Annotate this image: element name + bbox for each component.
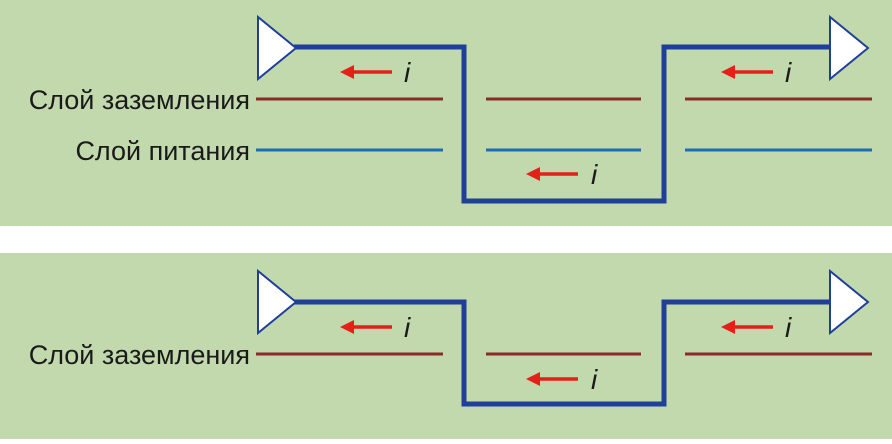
receiver-buffer-icon — [829, 14, 870, 82]
arrow-left-icon — [340, 65, 354, 79]
ground-layer-label: Слой заземления — [29, 85, 250, 115]
panel-top: i i i Слой заземления Слой питания — [0, 0, 892, 226]
panel-bottom-background — [0, 253, 892, 439]
current-label: i — [591, 364, 598, 395]
panel-bottom: i i i Слой заземления — [0, 253, 892, 439]
current-arrow-left — [340, 320, 392, 334]
ground-layer-label: Слой заземления — [29, 340, 250, 370]
current-label: i — [785, 57, 792, 88]
current-arrow-middle — [526, 167, 578, 181]
current-arrow-right — [721, 320, 773, 334]
receiver-buffer-icon — [829, 268, 870, 336]
arrow-left-icon — [340, 320, 354, 334]
current-label: i — [591, 159, 598, 190]
current-arrow-left — [340, 65, 392, 79]
arrow-left-icon — [526, 167, 540, 181]
panel-top-background — [0, 0, 892, 226]
arrow-left-icon — [721, 320, 735, 334]
signal-trace — [294, 299, 830, 407]
current-arrow-right — [721, 65, 773, 79]
signal-trace — [294, 44, 830, 204]
current-label: i — [404, 57, 411, 88]
current-label: i — [404, 312, 411, 343]
driver-buffer-icon — [257, 14, 298, 82]
driver-buffer-icon — [257, 268, 298, 336]
current-label: i — [785, 312, 792, 343]
arrow-left-icon — [526, 372, 540, 386]
current-arrow-middle — [526, 372, 578, 386]
arrow-left-icon — [721, 65, 735, 79]
power-layer-label: Слой питания — [75, 136, 250, 166]
